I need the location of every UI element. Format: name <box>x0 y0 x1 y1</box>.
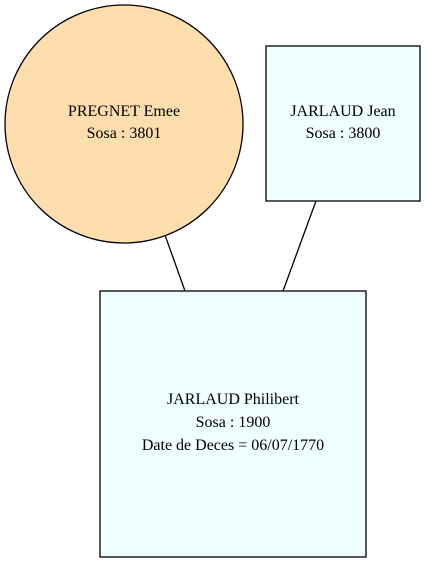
father-sosa: Sosa : 3800 <box>306 125 381 142</box>
mother-sosa: Sosa : 3801 <box>87 125 162 142</box>
child-sosa: Sosa : 1900 <box>196 414 271 431</box>
person-node-child[interactable]: JARLAUD Philibert Sosa : 1900 Date de De… <box>99 290 367 558</box>
child-name: JARLAUD Philibert <box>167 391 300 408</box>
mother-name: PREGNET Emee <box>68 103 180 120</box>
child-box <box>99 290 367 558</box>
edge-father-to-child <box>282 200 317 292</box>
father-box <box>265 45 421 202</box>
mother-ellipse <box>4 4 244 244</box>
father-name: JARLAUD Jean <box>290 103 395 120</box>
person-node-father[interactable]: JARLAUD Jean Sosa : 3800 <box>265 45 421 202</box>
child-death-date: Date de Deces = 06/07/1770 <box>142 437 324 454</box>
person-node-mother[interactable]: PREGNET Emee Sosa : 3801 <box>4 4 244 244</box>
edge-mother-to-child <box>164 234 186 292</box>
